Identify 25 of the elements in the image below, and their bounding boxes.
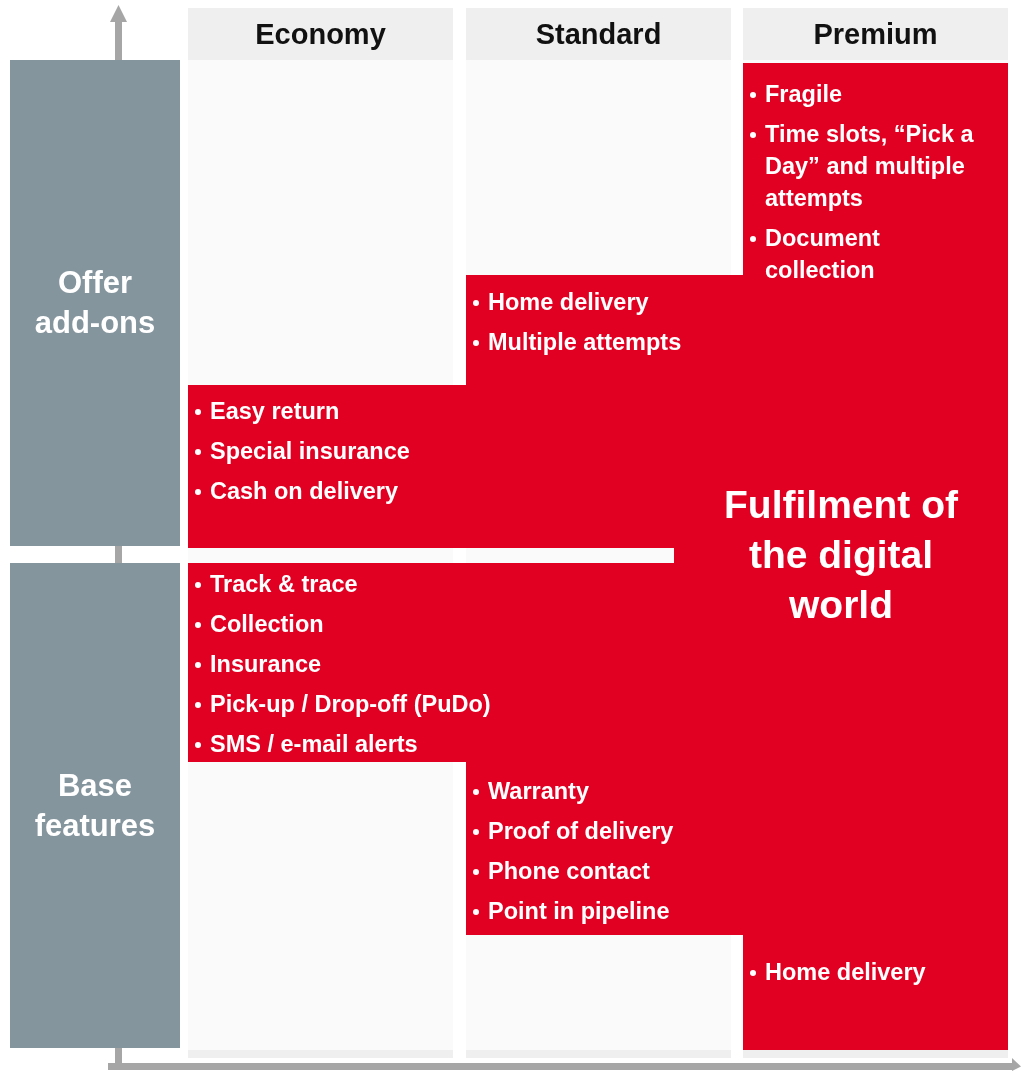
list-item: Proof of delivery: [488, 817, 675, 846]
list-item: SMS / e-mail alerts: [210, 730, 419, 759]
column-header: Economy: [188, 8, 453, 60]
list-item: Phone contact: [488, 857, 651, 886]
list-item: Collection: [210, 610, 325, 639]
column-header: Standard: [466, 8, 731, 60]
service-staircase-area: [188, 63, 1008, 1050]
list-item: Insurance: [210, 650, 323, 679]
list-item: Home delivery: [488, 288, 650, 317]
list-item: Warranty: [488, 777, 590, 806]
list-item: Time slots, “Pick a Day” and multiple attempts: [765, 120, 975, 213]
row-label-bar: Offer add-ons: [10, 60, 180, 546]
list-item: Document collection: [765, 224, 881, 285]
row-label-bar: Base features: [10, 563, 180, 1048]
list-item: Point in pipeline: [488, 897, 671, 926]
list-item: Pick-up / Drop-off (PuDo): [210, 690, 492, 719]
list-item: Easy return: [210, 397, 341, 426]
headline-text: Fulfilment of the digital world: [723, 482, 959, 628]
list-item: Multiple attempts: [488, 328, 683, 357]
list-item: Home delivery: [765, 958, 927, 987]
list-item: Special insurance: [210, 437, 411, 466]
list-item: Track & trace: [210, 570, 359, 599]
column-header: Premium: [743, 8, 1008, 60]
list-item: Cash on delivery: [210, 477, 400, 506]
list-item: Fragile: [765, 80, 844, 109]
